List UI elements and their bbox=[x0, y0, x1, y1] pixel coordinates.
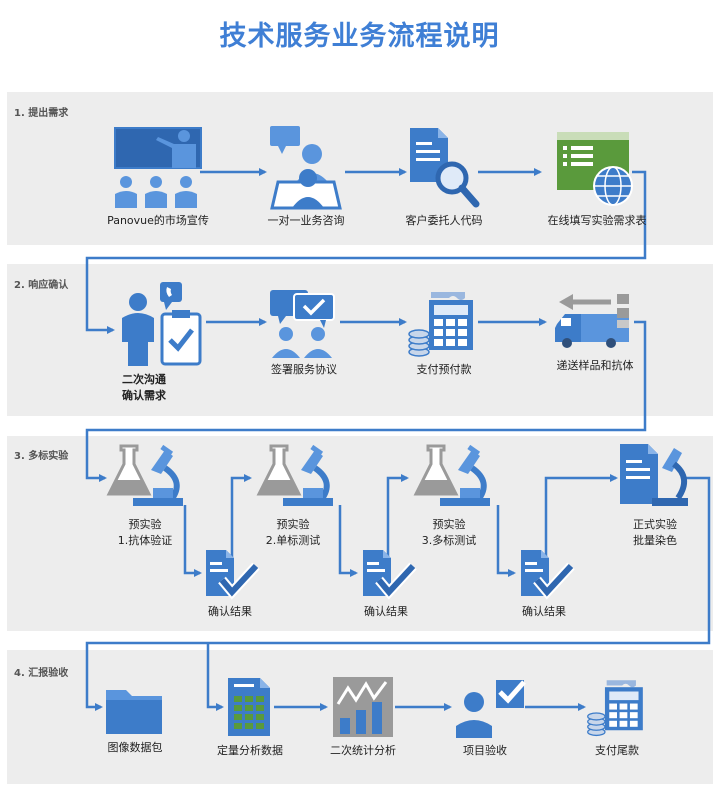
confirm-result-3-doc-icon bbox=[521, 550, 575, 600]
label-sign: 签署服务协议 bbox=[271, 363, 337, 376]
prepayment-calculator-icon bbox=[408, 292, 473, 357]
stats-chart-icon bbox=[333, 677, 393, 737]
confirm-result-1-doc-icon bbox=[206, 550, 260, 600]
arrow-3-4 bbox=[386, 474, 409, 573]
label-pre2-1: 预实验 bbox=[276, 518, 310, 531]
label-prepay: 支付预付款 bbox=[416, 363, 472, 376]
project-acceptance-icon bbox=[456, 680, 526, 738]
section-1-label: 1. 提出需求 bbox=[14, 108, 69, 119]
label-ship: 递送样品和抗体 bbox=[556, 359, 634, 372]
pre-experiment-2-flask-icon bbox=[256, 444, 333, 506]
sign-agreement-icon bbox=[270, 290, 335, 358]
label-stats: 二次统计分析 bbox=[330, 744, 396, 757]
label-image-pack: 图像数据包 bbox=[107, 741, 163, 754]
section-2-label: 2. 响应确认 bbox=[14, 280, 69, 291]
label-marketing: Panovue的市场宣传 bbox=[107, 214, 209, 227]
image-folder-icon bbox=[106, 690, 162, 734]
quant-data-sheet-icon bbox=[228, 678, 270, 736]
label-communicate-1: 二次沟通 bbox=[122, 373, 166, 386]
label-communicate-2: 确认需求 bbox=[122, 389, 166, 402]
label-formal-1: 正式实验 bbox=[633, 518, 677, 531]
arrow-3-1 bbox=[183, 505, 202, 577]
pre-experiment-3-flask-icon bbox=[413, 444, 490, 506]
label-formal-2: 批量染色 bbox=[633, 534, 677, 547]
label-pre2-2: 2.单标测试 bbox=[265, 534, 321, 547]
label-pre3-2: 3.多标测试 bbox=[421, 534, 477, 547]
label-confirm-3: 确认结果 bbox=[522, 605, 566, 618]
label-consult: 一对一业务咨询 bbox=[267, 214, 345, 227]
page-title: 技术服务业务流程说明 bbox=[219, 21, 500, 52]
communicate-confirm-icon bbox=[122, 282, 202, 366]
arrow-s3-s4 bbox=[85, 476, 711, 711]
label-agent-code: 客户委托人代码 bbox=[405, 214, 483, 227]
arrow-s2-s3 bbox=[85, 320, 647, 482]
arrow-3-5 bbox=[496, 505, 516, 577]
agent-code-search-icon bbox=[410, 128, 480, 208]
section-4-label: 4. 汇报验收 bbox=[14, 668, 69, 679]
formal-experiment-microscope-icon bbox=[620, 444, 688, 506]
delivery-truck-icon bbox=[555, 294, 629, 348]
arrow-3-6 bbox=[544, 474, 618, 573]
label-pre3-1: 预实验 bbox=[432, 518, 466, 531]
consultation-icon bbox=[270, 126, 342, 210]
label-online-form: 在线填写实验需求表 bbox=[547, 214, 647, 227]
label-pre1-2: 1.抗体验证 bbox=[117, 534, 173, 547]
arrow-3-2 bbox=[230, 474, 252, 573]
confirm-result-2-doc-icon bbox=[363, 550, 417, 600]
label-accept: 项目验收 bbox=[463, 744, 507, 757]
label-quant: 定量分析数据 bbox=[217, 744, 283, 757]
label-final-pay: 支付尾款 bbox=[595, 744, 639, 757]
label-pre1-1: 预实验 bbox=[128, 518, 162, 531]
online-form-globe-icon bbox=[557, 132, 633, 206]
label-confirm-1: 确认结果 bbox=[208, 605, 252, 618]
arrow-s1-s2 bbox=[85, 170, 647, 334]
section-3-label: 3. 多标实验 bbox=[14, 451, 69, 462]
marketing-presentation-icon bbox=[114, 127, 202, 208]
arrow-4-1 bbox=[206, 643, 224, 711]
arrow-3-3 bbox=[338, 505, 358, 577]
final-payment-calculator-icon bbox=[587, 680, 643, 737]
label-confirm-2: 确认结果 bbox=[364, 605, 408, 618]
pre-experiment-1-flask-icon bbox=[106, 444, 183, 506]
